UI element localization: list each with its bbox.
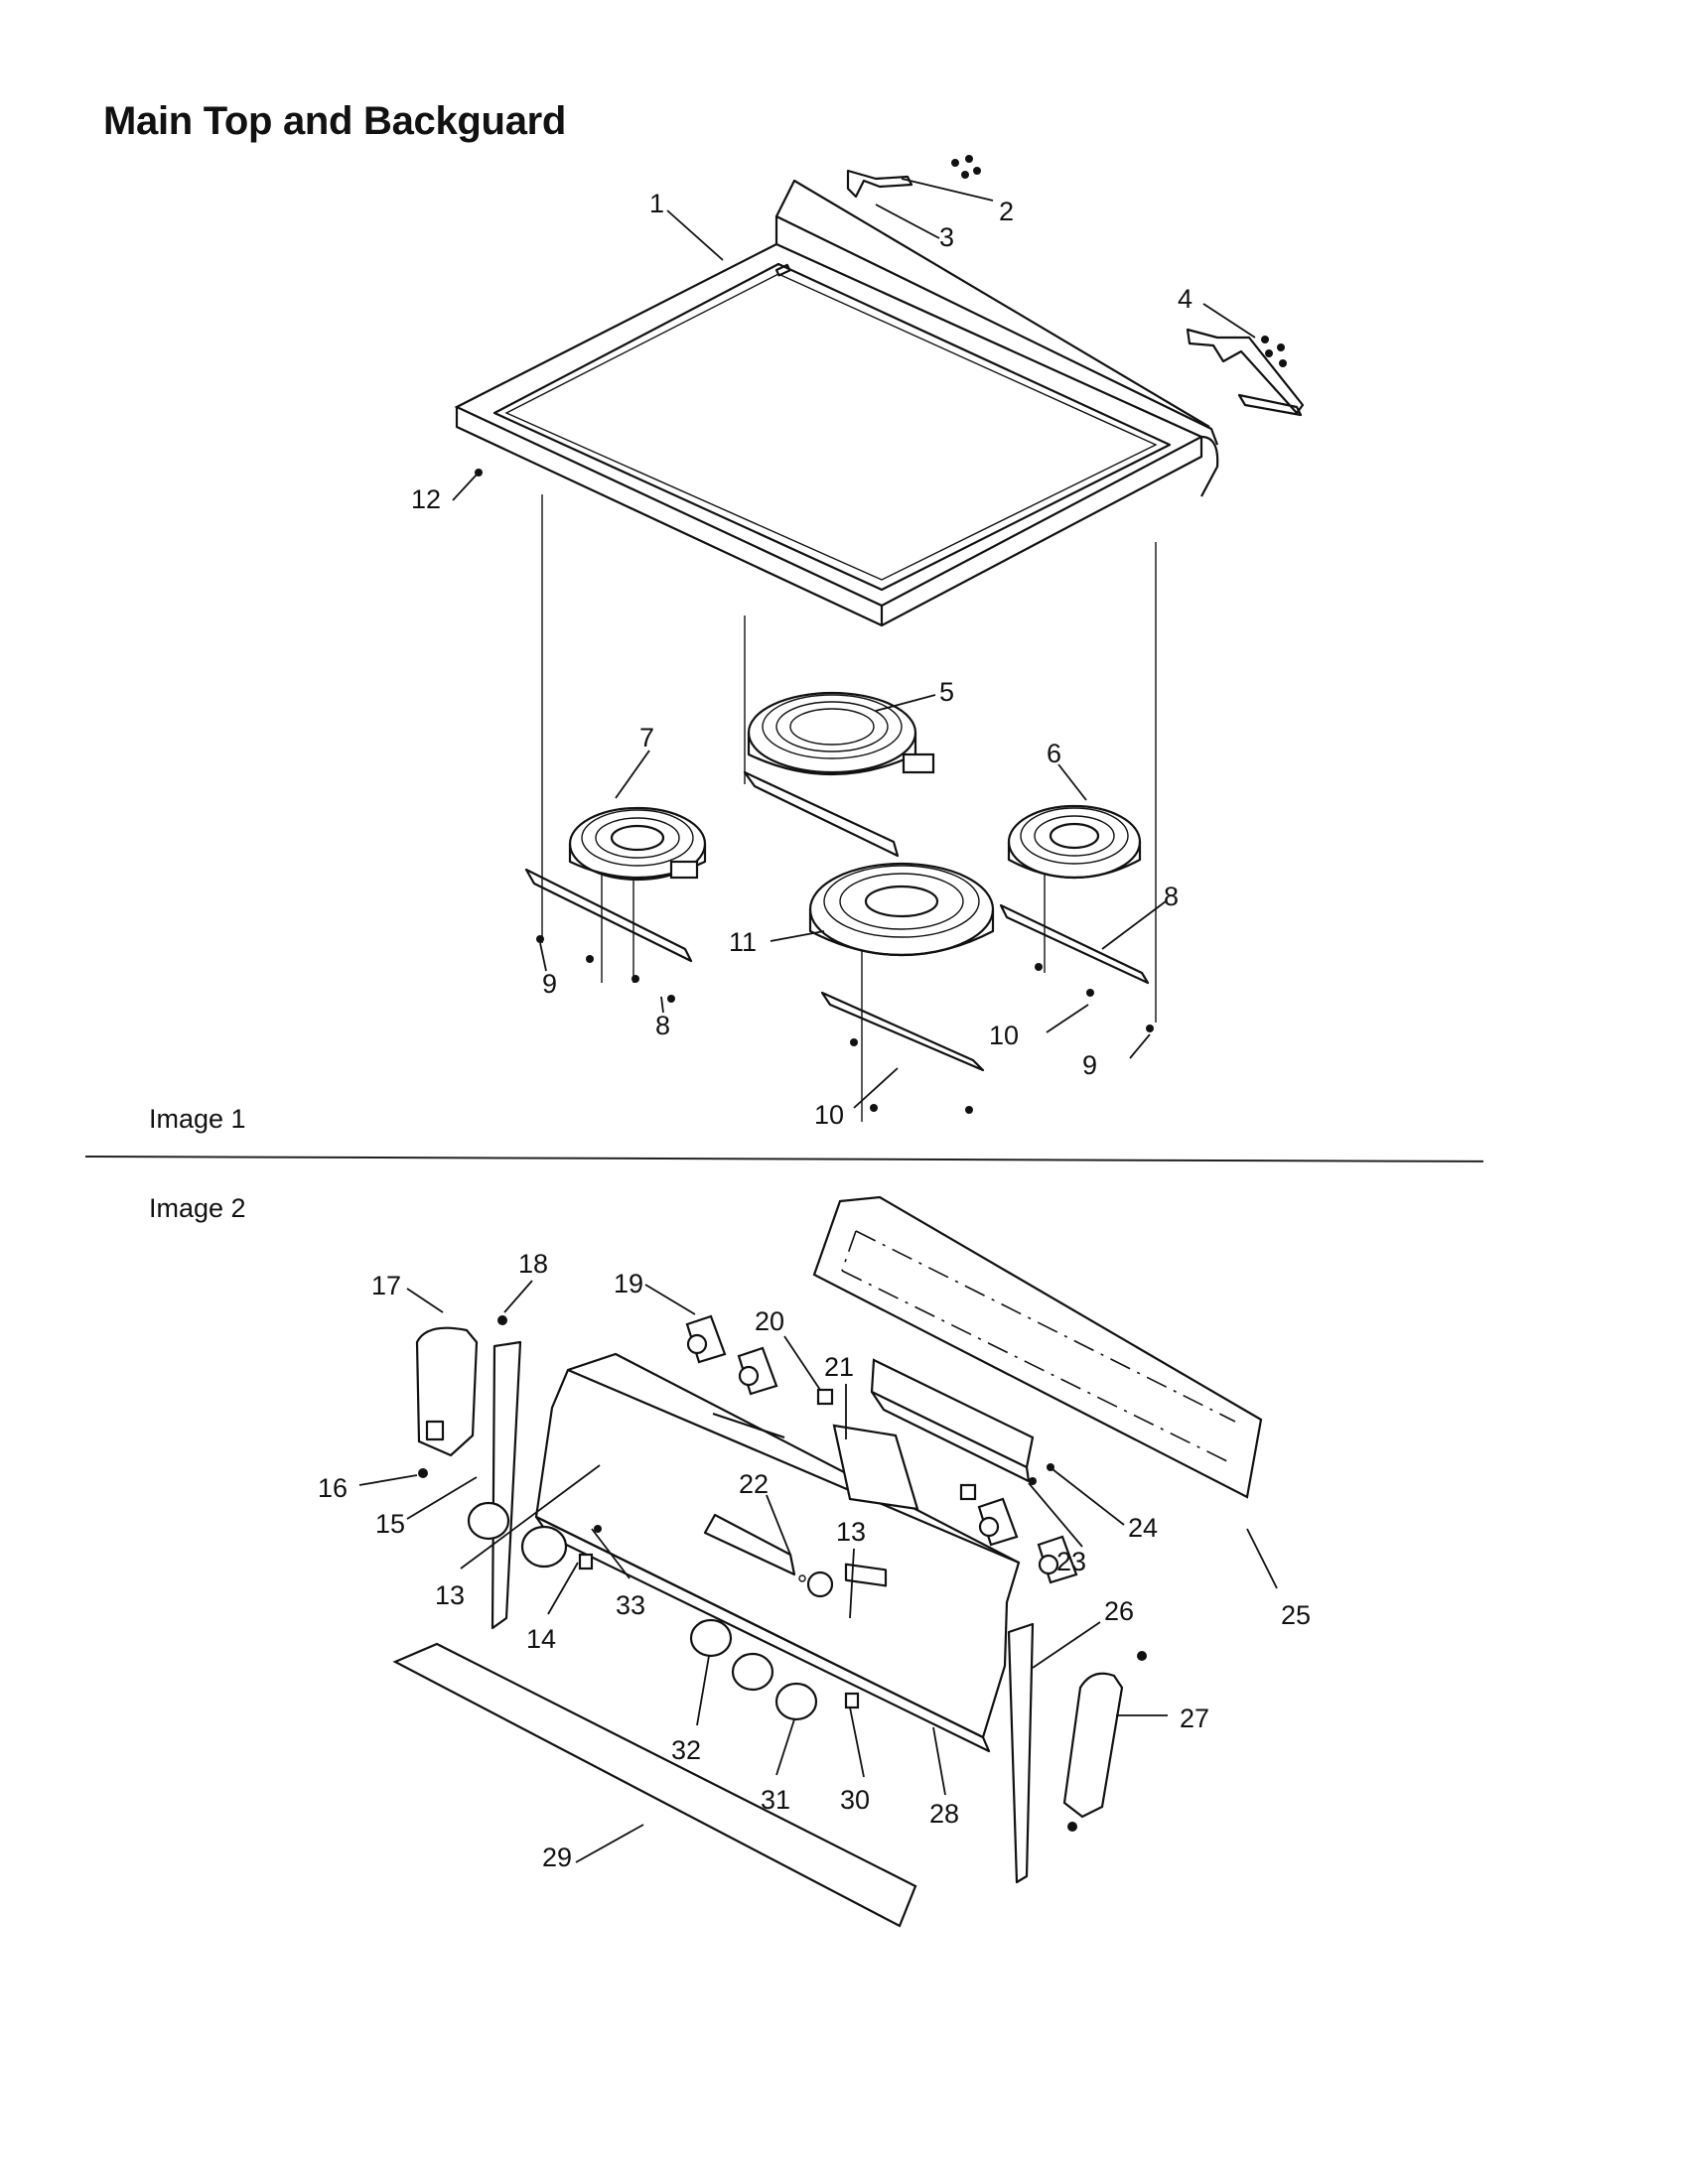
- callout-7: 7: [639, 723, 654, 752]
- burner-element-5: [743, 691, 935, 858]
- leaders-image-2: [358, 1280, 1278, 1863]
- clock-control-21: [832, 1424, 919, 1587]
- callout-28: 28: [929, 1799, 959, 1829]
- callout-10b: 10: [814, 1100, 844, 1130]
- backguard-rear-panel-25: [812, 1195, 1263, 1499]
- callout-1: 1: [649, 189, 664, 218]
- callout-4: 4: [1178, 284, 1193, 314]
- callout-2: 2: [999, 197, 1014, 226]
- side-trim-26: [1007, 1622, 1035, 1884]
- callout-27: 27: [1180, 1704, 1209, 1733]
- end-cap-27: [1062, 1672, 1124, 1819]
- side-trim-15: [491, 1340, 522, 1630]
- callout-26: 26: [1104, 1596, 1134, 1626]
- callout-9b: 9: [1082, 1050, 1097, 1080]
- callout-14: 14: [526, 1624, 556, 1654]
- callout-6: 6: [1047, 739, 1061, 768]
- burner-element-7: [524, 806, 707, 963]
- callout-21: 21: [824, 1352, 854, 1382]
- control-knobs: [467, 1501, 818, 1721]
- callout-13b: 13: [435, 1580, 465, 1610]
- page-title: Main Top and Backguard: [103, 99, 567, 143]
- callout-32: 32: [671, 1735, 701, 1765]
- leaders-image-1: [452, 178, 1256, 1109]
- callout-13a: 13: [836, 1517, 866, 1547]
- screws-image-1: [536, 935, 1154, 1114]
- callouts-image-1: 1 2 3 4 5 6 7 8 8 9 9 10 10 11 12: [411, 189, 1193, 1130]
- callout-30: 30: [840, 1785, 870, 1815]
- control-board-23: [870, 1358, 1035, 1483]
- top-bracket-left: [846, 155, 981, 199]
- callout-10a: 10: [989, 1021, 1019, 1050]
- callout-24: 24: [1128, 1513, 1158, 1543]
- callout-22: 22: [739, 1469, 769, 1499]
- callout-18: 18: [518, 1249, 548, 1279]
- top-bracket-right: [1186, 328, 1305, 417]
- callout-8b: 8: [655, 1011, 670, 1040]
- callout-15: 15: [375, 1509, 405, 1539]
- infinite-switches: [685, 1314, 1078, 1584]
- callout-3: 3: [939, 222, 954, 252]
- callout-17: 17: [371, 1271, 401, 1300]
- callout-33: 33: [616, 1590, 645, 1620]
- callout-12: 12: [411, 484, 441, 514]
- callout-31: 31: [761, 1785, 790, 1815]
- burner-element-6: [999, 804, 1150, 985]
- end-cap-17: [415, 1326, 479, 1457]
- callout-9a: 9: [542, 969, 557, 999]
- callout-5: 5: [939, 677, 954, 707]
- callout-16: 16: [318, 1473, 348, 1503]
- image-2-label: Image 2: [149, 1193, 246, 1223]
- image-1-label: Image 1: [149, 1104, 246, 1134]
- burner-element-11: [808, 862, 995, 1072]
- guide-lines: [541, 494, 1157, 1122]
- main-top: [454, 179, 1219, 627]
- callout-11: 11: [729, 927, 757, 957]
- callout-29: 29: [542, 1843, 572, 1872]
- small-parts-image-2: [418, 1315, 1147, 1832]
- callout-25: 25: [1281, 1600, 1311, 1630]
- callout-19: 19: [614, 1269, 643, 1298]
- drip-trim-29: [392, 1642, 917, 1928]
- callout-8a: 8: [1164, 882, 1179, 911]
- callout-20: 20: [755, 1306, 784, 1336]
- callouts-image-2: 17 18 19 20 21 22 13 24 23 25 26 27 16 1…: [318, 1249, 1311, 1872]
- callout-23: 23: [1056, 1547, 1086, 1576]
